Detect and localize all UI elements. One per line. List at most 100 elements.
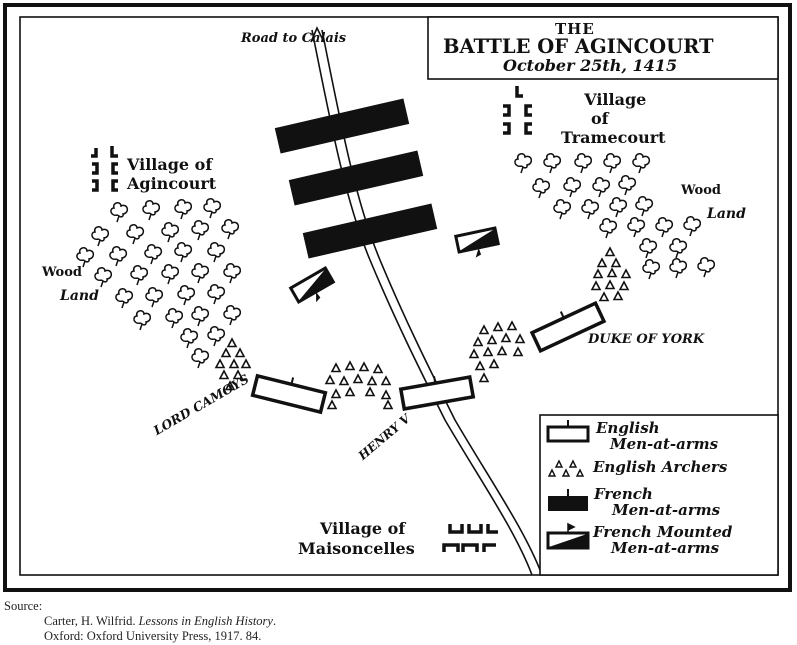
archer — [596, 257, 608, 268]
archer — [478, 324, 490, 335]
tree-icon — [599, 218, 618, 239]
tree-icon — [669, 238, 688, 259]
french-mounted-men-at-arms — [288, 226, 501, 304]
tree-icon — [191, 348, 210, 369]
archer — [472, 336, 484, 347]
archer — [358, 361, 370, 372]
tree-icon — [627, 217, 646, 238]
tree-icon — [142, 200, 161, 221]
tree-icon — [161, 222, 180, 243]
source-label: Source: — [4, 599, 43, 613]
village-agincourt-label: Village of Agincourt — [127, 155, 217, 193]
archer — [618, 280, 630, 291]
tree-icon — [223, 263, 242, 284]
tree-icon — [203, 198, 222, 219]
english-men-at-arms-unit — [398, 375, 476, 411]
tree-icon — [683, 216, 702, 237]
archer — [224, 380, 236, 391]
tree-icon — [635, 196, 654, 217]
tree-icon — [180, 328, 199, 349]
duke-of-york-label: DUKE OF YORK — [588, 332, 705, 347]
english-men-at-arms-icon — [546, 420, 590, 443]
village-agincourt-symbol — [91, 146, 118, 192]
wood-label-left: Wood — [42, 265, 82, 280]
archer — [604, 246, 616, 257]
archer — [486, 334, 498, 345]
tree-icon — [221, 219, 240, 240]
tree-icon — [94, 267, 113, 288]
french-mounted-unit — [288, 266, 336, 304]
road-to-calais — [310, 26, 543, 576]
road-label: Road to Calais — [241, 31, 347, 46]
french-block — [274, 98, 410, 154]
tree-icon — [91, 226, 110, 247]
tree-icon — [514, 153, 533, 174]
inner-frame — [19, 16, 779, 576]
archer — [610, 257, 622, 268]
tree-icon — [618, 175, 637, 196]
archer — [590, 280, 602, 291]
archer — [496, 345, 508, 356]
archer — [364, 386, 376, 397]
legend-french-mounted: French Mounted Men-at-arms — [593, 523, 733, 557]
tree-icon — [165, 308, 184, 329]
archer — [338, 375, 350, 386]
english-men-at-arms-unit — [250, 373, 328, 415]
tree-icon — [177, 285, 196, 306]
land-label-right: Land — [707, 206, 746, 222]
tree-icon — [161, 264, 180, 285]
archer — [380, 389, 392, 400]
archer — [232, 369, 244, 380]
archer — [620, 268, 632, 279]
wood-label-right: Wood — [681, 183, 721, 198]
tree-icon — [110, 202, 129, 223]
archer — [372, 363, 384, 374]
woodland-trees — [76, 153, 716, 369]
legend-french-men-at-arms: French Men-at-arms — [594, 485, 721, 519]
tree-icon — [592, 177, 611, 198]
french-men-at-arms-icon — [548, 489, 588, 511]
tree-icon — [133, 310, 152, 331]
source-publisher: Oxford: Oxford University Press, 1917. 8… — [44, 629, 262, 643]
tree-icon — [144, 244, 163, 265]
tree-icon — [174, 242, 193, 263]
village-tramecourt-symbol — [503, 86, 532, 135]
tree-icon — [76, 247, 95, 268]
archer — [500, 332, 512, 343]
english-archers — [214, 246, 632, 410]
tree-icon — [174, 199, 193, 220]
legend-english-men-at-arms: English Men-at-arms — [596, 419, 719, 453]
tree-icon — [191, 306, 210, 327]
archer — [366, 375, 378, 386]
archer — [226, 337, 238, 348]
archer — [326, 399, 338, 410]
village-tramecourt-label: Village of Tramecourt — [561, 90, 666, 147]
archer — [352, 373, 364, 384]
tree-icon — [639, 238, 658, 259]
archer — [612, 290, 624, 301]
archer — [514, 333, 526, 344]
archer — [324, 374, 336, 385]
archer — [478, 372, 490, 383]
tree-icon — [191, 220, 210, 241]
tree-icon — [642, 259, 661, 280]
source-citation: Source: Carter, H. Wilfrid. Lessons in E… — [4, 599, 276, 644]
archer — [380, 375, 392, 386]
tree-icon — [543, 153, 562, 174]
french-block — [302, 203, 438, 259]
archer — [344, 360, 356, 371]
outer-frame — [3, 3, 792, 592]
tree-icon — [697, 257, 716, 278]
tree-icon — [669, 258, 688, 279]
english-men-at-arms-unit — [529, 300, 607, 354]
french-mounted-unit — [453, 226, 501, 258]
map-title: BATTLE OF AGINCOURT — [443, 35, 714, 58]
tree-icon — [207, 242, 226, 263]
french-mounted-men-at-arms-icon — [546, 522, 590, 550]
archer — [220, 347, 232, 358]
tree-icon — [632, 153, 651, 174]
tree-icon — [603, 153, 622, 174]
french-block — [288, 150, 424, 206]
english-men-at-arms — [250, 300, 607, 415]
french-men-at-arms — [274, 98, 438, 259]
